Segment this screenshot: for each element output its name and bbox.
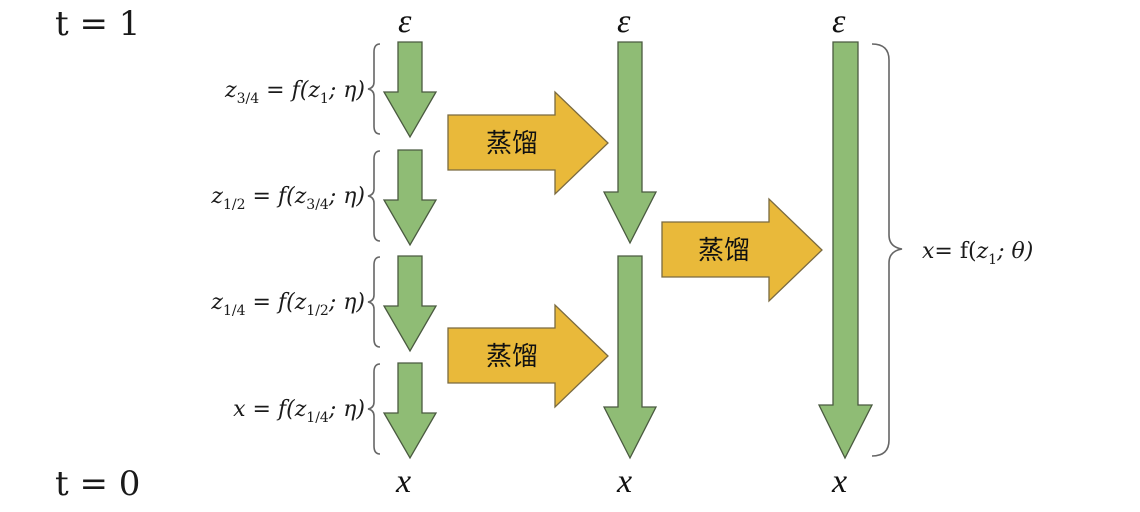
down-arrow-single-step [817, 41, 874, 460]
step-equations: z3/4 = f(z1; η) z1/2 = f(z3/4; η) z1/4 =… [210, 78, 365, 426]
step-braces [367, 43, 381, 455]
down-arrow-step-3 [382, 255, 438, 353]
left-brace-step-1 [367, 43, 381, 135]
time-label-bottom: t = 0 [55, 464, 140, 504]
down-arrow-half-1 [602, 41, 658, 245]
distill-arrow-2: 蒸馏 [447, 303, 609, 409]
distill-arrow-shape-1 [447, 90, 609, 196]
down-arrow-half-2 [602, 255, 658, 460]
left-brace-step-3 [367, 256, 381, 348]
equation-step-1: z3/4 = f(z1; η) [224, 78, 365, 107]
equation-step-4: x = f(z1/4; η) [233, 397, 365, 426]
epsilon-symbol-col3: ε [832, 3, 846, 40]
time-label-top: t = 1 [55, 4, 140, 44]
distill-label-2: 蒸馏 [486, 342, 538, 372]
x-symbol-col2: x [616, 463, 632, 500]
down-arrow-step-1 [382, 41, 438, 139]
equation-step-3: z1/4 = f(z1/2; η) [210, 290, 365, 319]
distill-label-1: 蒸馏 [486, 129, 538, 159]
distill-arrow-1: 蒸馏 [447, 90, 609, 196]
distill-label-3: 蒸馏 [698, 236, 750, 266]
left-brace-step-2 [367, 150, 381, 242]
distill-arrow-shape-2 [447, 303, 609, 409]
left-brace-step-4 [367, 363, 381, 455]
student-step-arrows [382, 41, 438, 460]
epsilon-symbol-col2: ε [617, 3, 631, 40]
distill-arrow-shape-3 [661, 197, 823, 303]
final-equation: x= f(z1; θ) [922, 239, 1033, 268]
two-step-arrows [602, 41, 658, 460]
x-symbol-col1: x [395, 463, 411, 500]
distill-arrow-3: 蒸馏 [661, 197, 823, 303]
x-symbol-col3: x [831, 463, 847, 500]
down-arrow-step-4 [382, 362, 438, 460]
epsilon-symbol-col1: ε [398, 3, 412, 40]
right-brace-final [871, 43, 903, 457]
down-arrow-step-2 [382, 149, 438, 247]
equation-step-2: z1/2 = f(z3/4; η) [210, 184, 365, 213]
